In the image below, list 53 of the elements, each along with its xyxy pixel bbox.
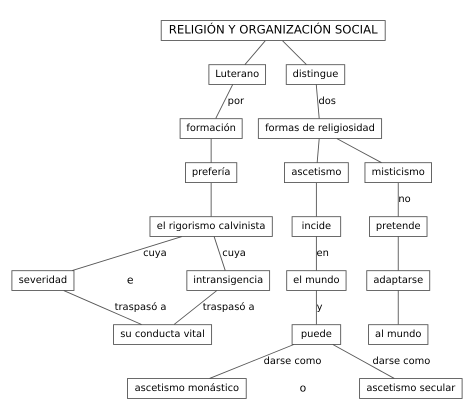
connector xyxy=(244,40,266,65)
label: e xyxy=(126,272,134,286)
connector xyxy=(332,344,395,378)
connector xyxy=(210,182,212,216)
node-box: adaptarse xyxy=(366,270,430,290)
edge-label: cuya xyxy=(222,248,246,259)
connector xyxy=(398,290,399,324)
node-box: formas de religiosidad xyxy=(258,118,382,138)
edge-label: cuya xyxy=(143,248,167,259)
node-box: misticismo xyxy=(364,162,432,182)
edge-label: darse como xyxy=(264,356,322,367)
edge-label: no xyxy=(398,194,411,205)
connector xyxy=(214,236,226,270)
edge-label: por xyxy=(228,96,244,107)
edge-label: darse como xyxy=(372,356,430,367)
node-box: prefería xyxy=(185,162,238,182)
edge-label: traspasó a xyxy=(202,302,255,313)
connector xyxy=(282,40,307,65)
connector xyxy=(72,236,182,271)
connector xyxy=(210,138,212,163)
node-box: intransigencia xyxy=(186,270,270,290)
connector xyxy=(316,236,317,270)
connector xyxy=(215,84,234,118)
node-box: el mundo xyxy=(286,270,347,290)
node-box: Luterano xyxy=(208,64,266,84)
connector xyxy=(316,138,320,163)
edge-label: traspasó a xyxy=(114,302,166,313)
node-box: al mundo xyxy=(368,324,428,344)
node-box: incide xyxy=(292,216,342,236)
edge-label: en xyxy=(316,248,329,259)
node-box: formación xyxy=(180,118,243,138)
node-box: ascetismo monástico xyxy=(127,378,247,398)
connector xyxy=(398,182,399,216)
node-box: el rigorismo calvinista xyxy=(150,216,273,236)
connector xyxy=(316,290,317,324)
connector xyxy=(174,290,218,324)
edge-label: y xyxy=(316,302,322,313)
node-box: puede xyxy=(292,324,342,344)
node-box: RELIGIÓN Y ORGANIZACIÓN SOCIAL xyxy=(160,20,386,40)
label: o xyxy=(300,380,306,394)
connector xyxy=(316,182,317,216)
node-box: severidad xyxy=(11,270,74,290)
connector xyxy=(63,290,142,324)
node-box: distingue xyxy=(286,64,346,84)
connector xyxy=(398,236,399,270)
connector xyxy=(316,84,320,118)
connector xyxy=(209,344,294,378)
edge-label: dos xyxy=(318,96,336,107)
node-box: ascetismo xyxy=(284,162,349,182)
node-box: pretende xyxy=(369,216,428,236)
connector xyxy=(336,138,382,163)
node-box: ascetismo secular xyxy=(359,378,463,398)
node-box: su conducta vital xyxy=(113,324,212,344)
